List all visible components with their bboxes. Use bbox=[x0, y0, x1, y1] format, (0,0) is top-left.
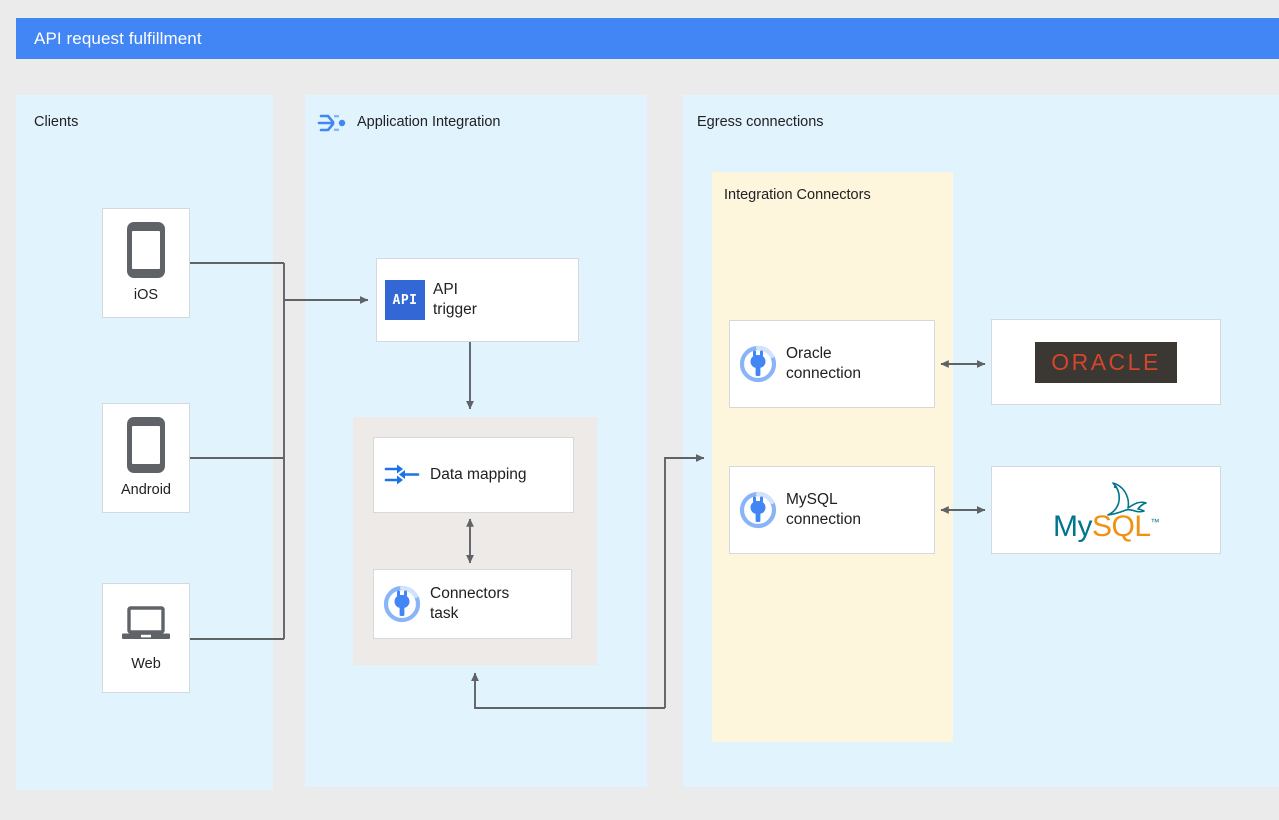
mysql-wordmark: MySQL™ bbox=[1052, 510, 1160, 543]
node-api-trigger-label: API trigger bbox=[433, 281, 477, 318]
node-client-web[interactable]: Web bbox=[102, 583, 190, 693]
diagram-title-bar: API request fulfillment bbox=[16, 18, 1279, 59]
node-oracle-connection[interactable]: Oracle connection bbox=[729, 320, 935, 408]
laptop-icon bbox=[118, 603, 174, 647]
mysql-dolphin-icon bbox=[1096, 478, 1154, 518]
mysql-logo: MySQL™ bbox=[1053, 478, 1159, 542]
node-client-ios[interactable]: iOS bbox=[102, 208, 190, 318]
mysql-wordmark-primary: My bbox=[1052, 510, 1093, 543]
phone-icon bbox=[127, 416, 165, 473]
node-mysql-database[interactable]: MySQL™ bbox=[991, 466, 1221, 554]
node-oracle-connection-label: Oracle connection bbox=[786, 345, 861, 382]
node-data-mapping-label: Data mapping bbox=[430, 466, 527, 484]
connector-plug-icon bbox=[374, 585, 430, 623]
connector-plug-icon bbox=[730, 491, 786, 529]
zone-application-integration-label: Application Integration bbox=[357, 114, 501, 130]
group-integration-connectors-label: Integration Connectors bbox=[724, 187, 871, 203]
mysql-trademark: ™ bbox=[1150, 517, 1160, 527]
api-badge-icon: API bbox=[377, 280, 433, 320]
node-client-web-label: Web bbox=[131, 655, 161, 672]
oracle-logo: ORACLE bbox=[1035, 341, 1177, 383]
zone-clients-label: Clients bbox=[34, 114, 79, 130]
node-connectors-task-label: Connectors task bbox=[430, 585, 510, 622]
page-title: API request fulfillment bbox=[34, 28, 202, 48]
node-connectors-task[interactable]: Connectors task bbox=[373, 569, 572, 639]
data-mapping-icon bbox=[374, 462, 430, 488]
node-client-android-label: Android bbox=[121, 481, 171, 498]
mysql-wordmark-secondary: SQL bbox=[1091, 510, 1151, 543]
node-client-ios-label: iOS bbox=[133, 286, 159, 303]
oracle-wordmark: ORACLE bbox=[1051, 348, 1161, 375]
connector-plug-icon bbox=[730, 345, 786, 383]
zone-egress-label: Egress connections bbox=[697, 114, 824, 130]
node-oracle-database[interactable]: ORACLE bbox=[991, 319, 1221, 405]
node-mysql-connection[interactable]: MySQL connection bbox=[729, 466, 935, 554]
node-mysql-connection-label: MySQL connection bbox=[786, 491, 861, 528]
api-badge-text: API bbox=[385, 280, 425, 320]
group-integration-connectors: Integration Connectors bbox=[712, 172, 953, 742]
phone-icon bbox=[127, 221, 165, 278]
node-data-mapping[interactable]: Data mapping bbox=[373, 437, 574, 513]
node-api-trigger[interactable]: API API trigger bbox=[376, 258, 579, 342]
node-client-android[interactable]: Android bbox=[102, 403, 190, 513]
application-integration-icon bbox=[317, 109, 347, 137]
